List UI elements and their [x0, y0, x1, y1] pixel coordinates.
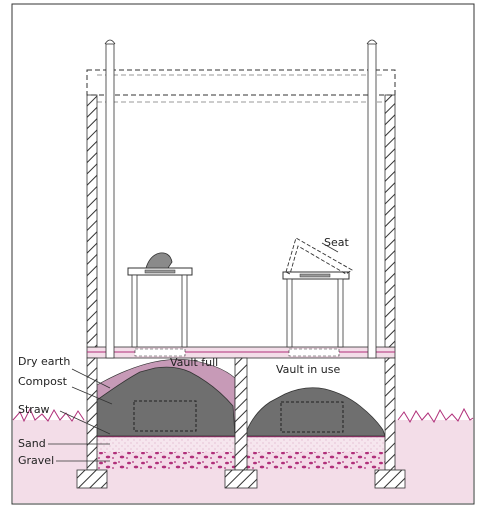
label-compost: Compost	[18, 375, 67, 388]
sand-layer-left	[97, 437, 235, 452]
house-wall-left	[86, 94, 98, 348]
grass-right	[397, 407, 474, 424]
house-wall-right	[384, 94, 396, 348]
compost-inner-box-left	[133, 400, 197, 432]
seat-hole-right	[288, 348, 340, 357]
compost-inner-box-right	[280, 401, 344, 433]
bench-seat-pad-left	[144, 269, 176, 274]
footing-left	[76, 469, 108, 489]
bench-leg-right-a	[286, 278, 293, 348]
vent-cap-left	[104, 39, 116, 45]
footing-middle	[224, 469, 258, 489]
leader-dry-earth	[71, 368, 111, 389]
bench-seat-pad-right	[299, 273, 331, 278]
vent-pipe-right	[367, 43, 377, 359]
label-gravel: Gravel	[18, 454, 55, 467]
seat-hole-left	[134, 348, 186, 357]
label-dry-earth: Dry earth	[18, 355, 71, 368]
label-vault-in-use: Vault in use	[276, 363, 341, 376]
leader-compost	[71, 386, 113, 405]
frame	[11, 3, 475, 505]
compost-mound-full	[96, 366, 236, 437]
gravel-layer-left	[97, 452, 235, 470]
label-seat: Seat	[324, 236, 349, 249]
label-straw: Straw	[18, 403, 50, 416]
label-vault-full: Vault full	[170, 356, 219, 369]
gravel-layer-right	[247, 452, 385, 470]
sand-layer-right	[247, 437, 385, 452]
label-sand: Sand	[18, 437, 46, 450]
vault-wall-middle	[234, 357, 248, 471]
bench-leg-left-b	[181, 274, 188, 348]
footing-right	[374, 469, 406, 489]
leader-seat	[321, 242, 339, 253]
bench-leg-left-a	[131, 274, 138, 348]
bench-leg-right-b	[337, 278, 344, 348]
leader-straw	[59, 410, 111, 435]
vault-wall-right	[384, 357, 396, 471]
vent-cap-right	[366, 39, 378, 45]
roof-outline	[86, 69, 396, 96]
grass-left	[12, 407, 85, 423]
vault-wall-left	[86, 357, 98, 471]
vent-pipe-left	[105, 43, 115, 359]
closed-lid-left	[145, 252, 173, 269]
